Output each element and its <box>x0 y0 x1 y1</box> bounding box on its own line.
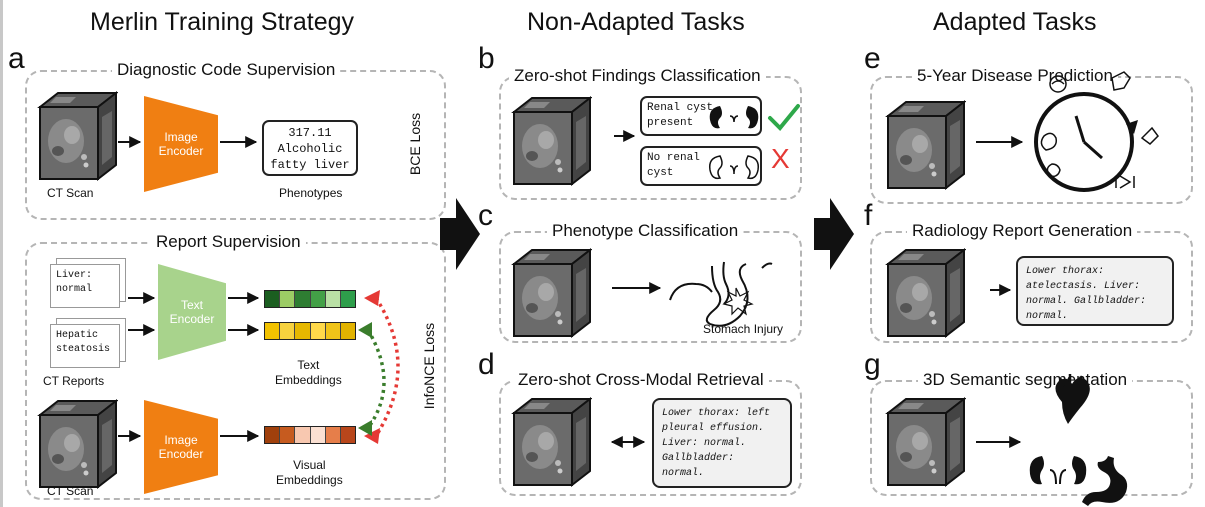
letter-c: c <box>478 199 493 232</box>
embedding-cell <box>280 427 296 443</box>
stomach-organ-icon <box>1082 456 1128 506</box>
report-doc: Hepatic steatosis <box>50 324 120 368</box>
retrieval-report: Lower thorax: left pleural effusion. Liv… <box>652 398 792 488</box>
embedding-cell <box>280 323 296 339</box>
disease-icons <box>1040 71 1159 189</box>
text-embeddings-label: Text Embeddings <box>275 358 342 387</box>
embedding-cell <box>310 291 326 307</box>
option-text: No renal cyst <box>647 152 700 179</box>
embedding-cell <box>325 323 341 339</box>
embedding-cell <box>340 323 356 339</box>
option-renal-cyst-present: Renal cyst present <box>640 96 762 136</box>
title-disease-prediction: 5-Year Disease Prediction <box>912 66 1118 86</box>
big-arrow-icon <box>814 198 854 270</box>
report-doc: Liver: normal <box>50 264 120 308</box>
kidneys-icon <box>1029 456 1087 485</box>
heading-adapted: Adapted Tasks <box>933 8 1097 36</box>
embedding-cell <box>295 323 311 339</box>
ct-reports-label: CT Reports <box>43 374 105 388</box>
letter-f: f <box>864 199 873 232</box>
option-no-renal-cyst: No renal cyst <box>640 146 762 186</box>
letter-d: d <box>478 348 495 381</box>
big-arrow-icon <box>440 198 480 270</box>
heading-non-adapted: Non-Adapted Tasks <box>527 8 745 36</box>
text-embedding-2 <box>264 322 356 340</box>
stomach-icon <box>669 261 773 327</box>
embedding-cell <box>310 427 326 443</box>
title-findings: Zero-shot Findings Classification <box>509 66 766 86</box>
title-retrieval: Zero-shot Cross-Modal Retrieval <box>513 370 769 390</box>
generated-report: Lower thorax: atelectasis. Liver: normal… <box>1016 256 1174 326</box>
title-report-generation: Radiology Report Generation <box>907 221 1138 241</box>
ct-scan-label: CT Scan <box>47 186 94 200</box>
text-encoder: Text Encoder <box>158 264 226 360</box>
embedding-cell <box>325 427 341 443</box>
phenotypes-label: Phenotypes <box>279 186 343 200</box>
arrowhead-red-icon <box>364 290 380 306</box>
embedding-cell <box>340 427 356 443</box>
heart-icon <box>1055 374 1090 424</box>
embedding-cell <box>280 291 296 307</box>
ct-scan-label-2: CT Scan <box>47 484 94 498</box>
embedding-cell <box>295 427 311 443</box>
contrastive-arc-green <box>366 329 386 430</box>
option-text: Renal cyst present <box>647 102 714 129</box>
letter-b: b <box>478 42 495 75</box>
diagnostic-code-box: 317.11 Alcoholic fatty liver <box>262 120 358 176</box>
visual-embeddings-label: Visual Embeddings <box>276 458 343 487</box>
embedding-cell <box>265 291 281 307</box>
letter-e: e <box>864 42 881 75</box>
contrastive-arc-red <box>374 297 400 437</box>
letter-g: g <box>864 348 881 381</box>
check-mark-icon <box>768 104 800 131</box>
embedding-cell <box>340 291 356 307</box>
embedding-cell <box>295 291 311 307</box>
x-mark-icon: X <box>771 143 790 174</box>
arrowhead-green-icon <box>358 322 372 338</box>
title-diagnostic-code: Diagnostic Code Supervision <box>112 60 341 80</box>
visual-embedding <box>264 426 356 444</box>
embedding-cell <box>310 323 326 339</box>
letter-a: a <box>8 42 25 75</box>
kidney-icon <box>709 106 759 129</box>
title-phenotype: Phenotype Classification <box>547 221 744 241</box>
embedding-cell <box>265 323 281 339</box>
heading-training: Merlin Training Strategy <box>90 8 355 36</box>
text-embedding-1 <box>264 290 356 308</box>
embedding-cell <box>325 291 341 307</box>
arrowhead-green-icon <box>358 420 372 436</box>
kidney-outline-icon <box>708 155 760 180</box>
clock-icon <box>1034 92 1138 192</box>
embedding-cell <box>265 427 281 443</box>
title-report-supervision: Report Supervision <box>151 232 306 252</box>
